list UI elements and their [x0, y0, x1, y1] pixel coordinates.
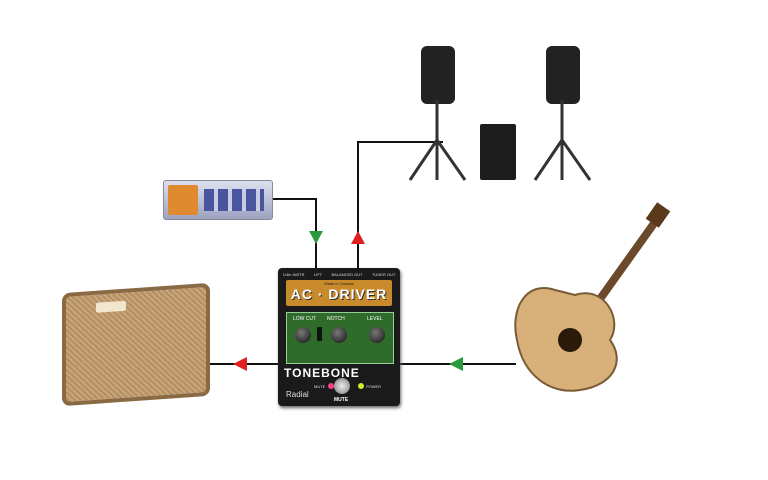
jack-tuner-out: TUNER OUT	[371, 272, 396, 277]
notch-label: NOTCH	[327, 316, 345, 322]
tripod-left	[408, 100, 467, 181]
jack-lift: LIFT	[313, 272, 323, 277]
tuner-buttons	[204, 189, 264, 211]
subwoofer	[480, 124, 516, 180]
amp-logo	[96, 300, 126, 313]
arrow-up-icon	[351, 231, 365, 244]
series-name: TONEBONE	[284, 366, 360, 380]
tuner-device	[163, 180, 273, 220]
mute-led-label: MUTE	[314, 384, 326, 389]
acoustic-guitar	[514, 202, 671, 392]
mute-led	[328, 383, 334, 389]
footswitch-label: MUTE	[334, 397, 349, 403]
tripod-right	[533, 100, 592, 181]
control-panel: LOW CUT NOTCH LEVEL	[286, 312, 394, 364]
power-led	[358, 383, 364, 389]
level-label: LEVEL	[367, 316, 383, 322]
notch-knob[interactable]	[331, 327, 347, 343]
low-cut-knob[interactable]	[295, 327, 311, 343]
arrow-in-left-icon	[449, 357, 463, 371]
wire-speaker-v	[357, 141, 359, 270]
level-knob[interactable]	[369, 327, 385, 343]
wire-speaker-h	[357, 141, 443, 143]
wire-tuner-h	[270, 198, 317, 200]
made-in: Made in Canada	[324, 281, 354, 286]
acoustic-amp	[62, 282, 210, 407]
notch-switch[interactable]	[317, 327, 322, 341]
speaker-left	[421, 46, 455, 104]
power-led-label: POWER	[366, 384, 382, 389]
jack-labels: 1/4in INSTR LIFT BALANCED OUT TUNER OUT	[278, 272, 400, 277]
low-cut-label: LOW CUT	[293, 316, 317, 322]
arrow-out-left-icon	[233, 357, 247, 371]
tuner-meter	[168, 185, 198, 215]
jack-balanced-out: BALANCED OUT	[331, 272, 363, 277]
product-name: AC · DRIVER	[290, 286, 388, 302]
jack-instr: 1/4in INSTR	[282, 272, 305, 277]
maker-logo: Radial	[286, 390, 309, 399]
ac-driver-pedal: 1/4in INSTR LIFT BALANCED OUT TUNER OUT …	[278, 268, 400, 406]
mute-footswitch[interactable]	[334, 378, 350, 394]
arrow-down-icon	[309, 231, 323, 244]
speaker-right	[546, 46, 580, 104]
brand-plate: Made in Canada AC · DRIVER	[286, 280, 392, 306]
